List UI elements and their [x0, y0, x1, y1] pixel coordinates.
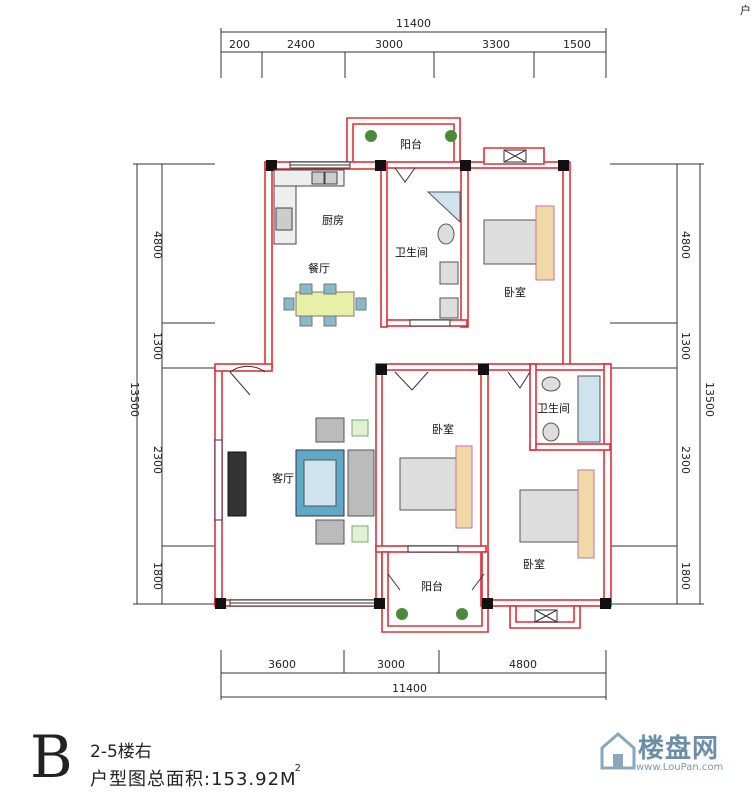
unit-area-text: 户型图总面积:153.92M — [90, 769, 297, 790]
unit-area-sup: 2 — [294, 763, 302, 774]
bottom-total-dim: 11400 — [392, 682, 427, 695]
bottom-dimensions — [220, 650, 607, 700]
label-bedroom-bottom-right: 卧室 — [523, 557, 545, 571]
living-furniture — [227, 417, 375, 545]
top-dimensions — [220, 28, 607, 78]
top-dim-3: 3000 — [375, 38, 403, 51]
left-dim-3: 2300 — [151, 446, 164, 474]
logo-name: 楼盘网 — [638, 734, 720, 764]
left-dimensions — [133, 163, 215, 605]
logo-url: www.LouPan.com — [636, 762, 724, 773]
kitchen-fixtures — [273, 169, 345, 245]
label-living: 客厅 — [272, 471, 294, 485]
bottom-dim-1: 3600 — [268, 658, 296, 671]
dining-table — [283, 283, 367, 327]
site-logo: 楼盘网 www.LouPan.com — [592, 706, 750, 796]
label-bathroom-top: 卫生间 — [395, 245, 428, 259]
top-total-dim: 11400 — [396, 17, 431, 30]
top-dim-1: 200 — [229, 38, 250, 51]
plants — [365, 130, 468, 620]
doors — [229, 167, 531, 591]
right-dim-3: 2300 — [679, 446, 692, 474]
right-dimensions — [610, 163, 704, 605]
right-dim-2: 1300 — [679, 332, 692, 360]
unit-letter: B — [30, 723, 73, 791]
label-balcony-top: 阳台 — [400, 137, 422, 151]
top-dim-5: 1500 — [563, 38, 591, 51]
pillars — [215, 160, 611, 609]
beds — [399, 205, 595, 559]
windows — [214, 161, 459, 607]
top-dim-4: 3300 — [482, 38, 510, 51]
right-total-dim: 13500 — [703, 382, 716, 417]
bathroom-right-fixtures — [541, 375, 601, 443]
left-dim-2: 1300 — [151, 332, 164, 360]
corner-text: 户 — [740, 4, 751, 17]
left-dim-1: 4800 — [151, 231, 164, 259]
label-bedroom-top-right: 卧室 — [504, 285, 526, 299]
label-dining: 餐厅 — [308, 261, 330, 275]
window-bay-marks — [503, 149, 558, 623]
label-bedroom-middle: 卧室 — [432, 422, 454, 436]
house-icon — [600, 732, 636, 770]
bathroom-top-fixtures — [426, 191, 461, 319]
left-dim-4: 1800 — [151, 562, 164, 590]
label-balcony-bottom: 阳台 — [421, 579, 443, 593]
label-kitchen: 厨房 — [322, 214, 344, 227]
bottom-dim-2: 3000 — [377, 658, 405, 671]
right-dim-1: 4800 — [679, 231, 692, 259]
right-dim-4: 1800 — [679, 562, 692, 590]
label-bathroom-right: 卫生间 — [537, 401, 570, 415]
unit-area: 户型图总面积:153.92M2 — [90, 763, 302, 791]
bottom-dim-3: 4800 — [509, 658, 537, 671]
left-total-dim: 13500 — [128, 382, 141, 417]
unit-floors: 2-5楼右 — [90, 742, 152, 762]
top-dim-2: 2400 — [287, 38, 315, 51]
